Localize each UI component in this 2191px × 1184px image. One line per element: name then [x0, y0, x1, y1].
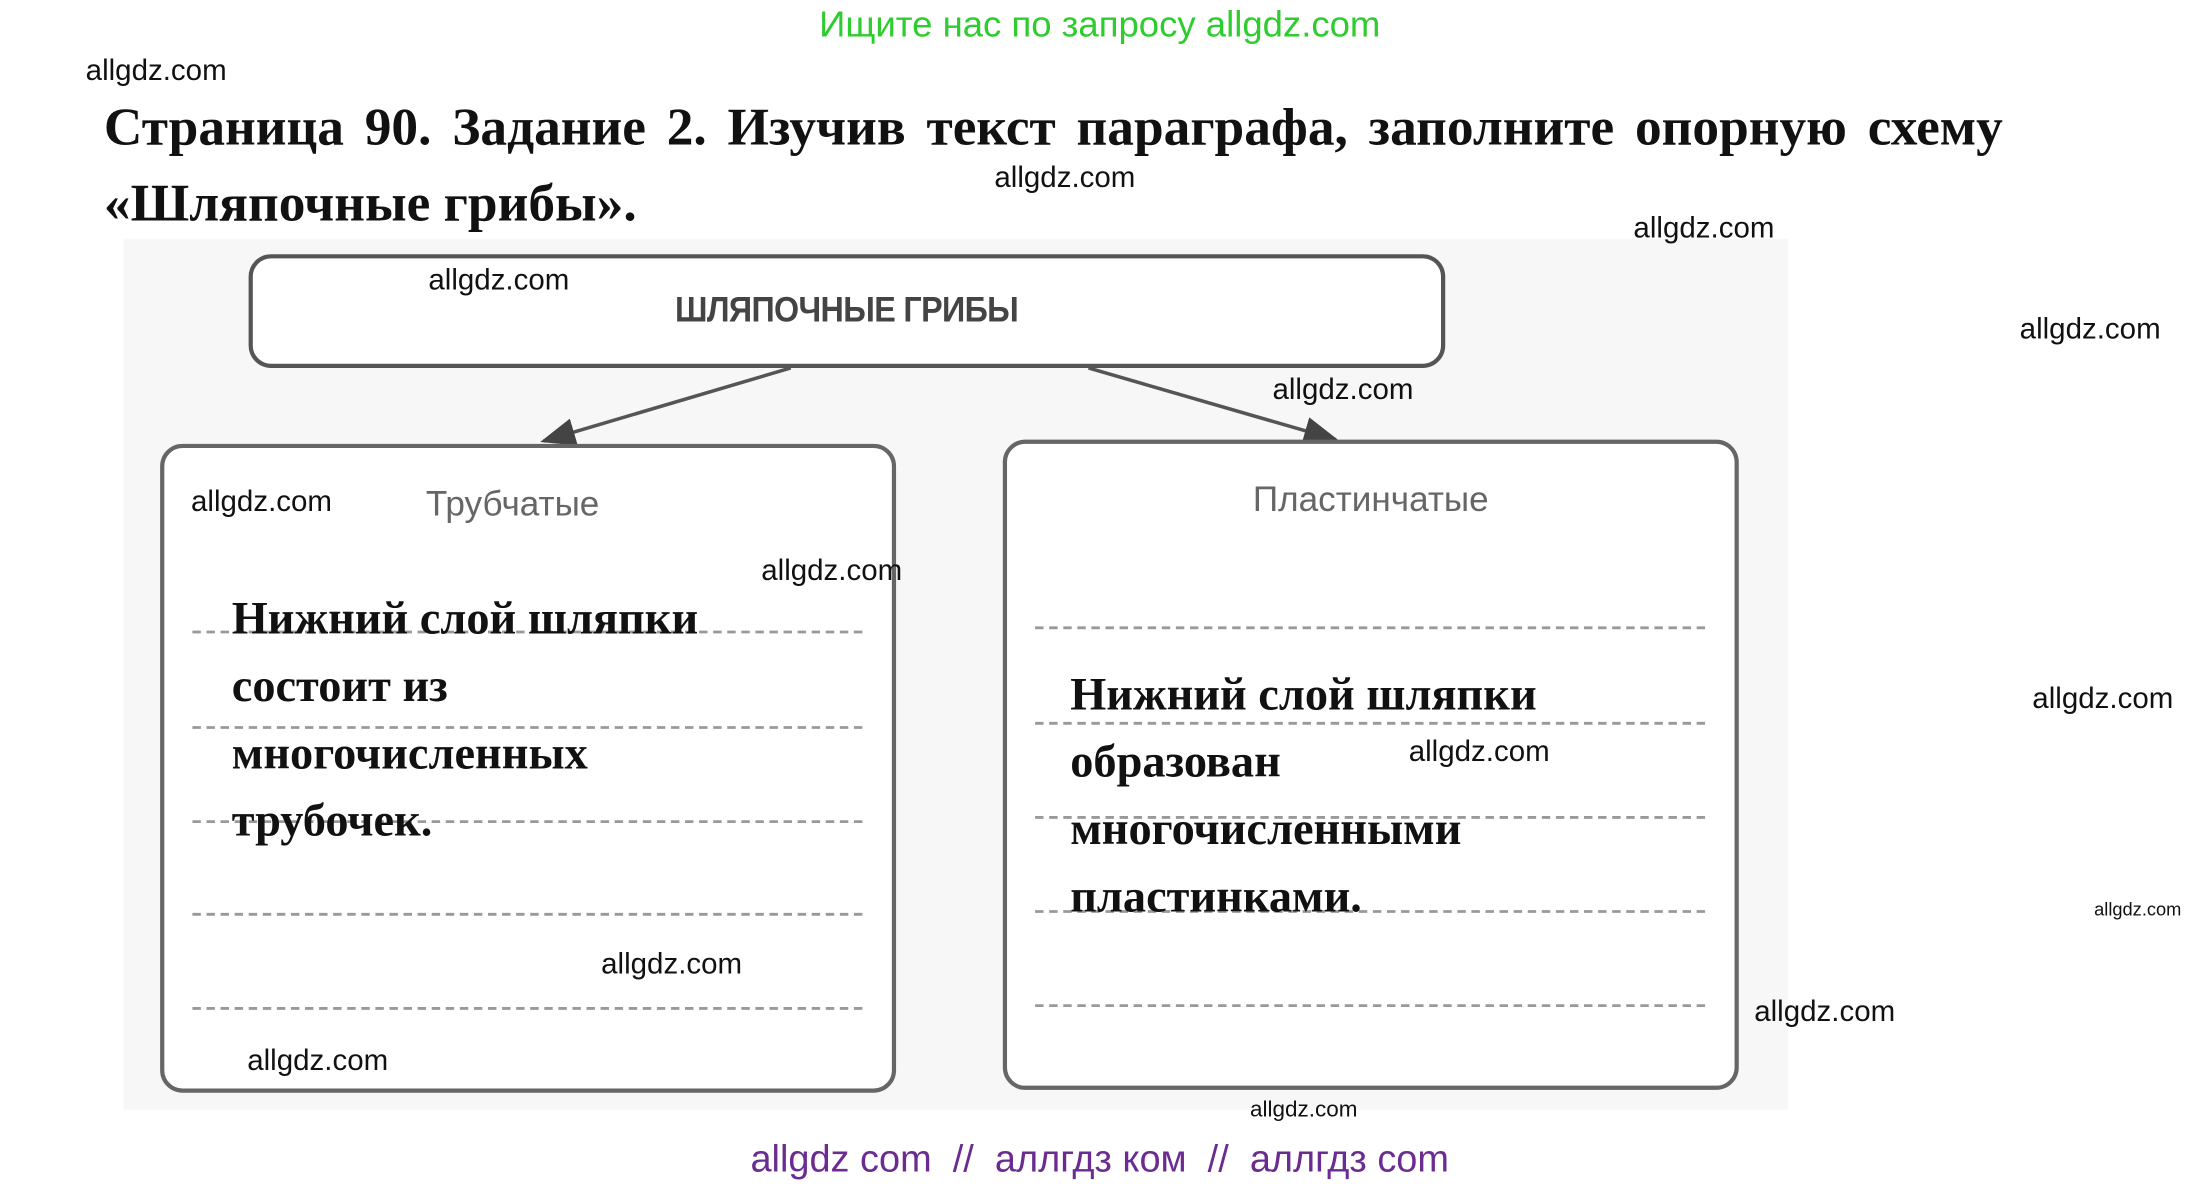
- right-answer: Нижний слой шляпки образован многочислен…: [1070, 662, 1536, 932]
- answer-line: [1035, 910, 1706, 913]
- answer-text-line: многочисленных: [231, 728, 588, 780]
- answer-line: [1035, 626, 1706, 630]
- watermark: allgdz.com: [1633, 212, 1775, 245]
- answer-line: [192, 1007, 863, 1010]
- answer-line: [1035, 816, 1706, 819]
- watermark: allgdz.com: [247, 1044, 389, 1078]
- left-box: [160, 443, 897, 1093]
- answer-text-line: многочисленными: [1070, 804, 1462, 856]
- answer-text-line: образован: [1070, 737, 1281, 788]
- answer-text-line: Нижний слой шляпки: [231, 594, 699, 645]
- answer-line: [1035, 1004, 1706, 1008]
- answer-line: [192, 726, 863, 729]
- watermark: allgdz.com: [2019, 313, 2161, 346]
- watermark: allgdz.com: [601, 948, 743, 981]
- watermark: allgdz.com: [2032, 682, 2174, 715]
- watermark: allgdz.com: [1250, 1098, 1358, 1123]
- watermark: allgdz.com: [1754, 995, 1896, 1029]
- left-answer: Нижний слой шляпки состоит из многочисле…: [232, 586, 698, 856]
- watermark: allgdz.com: [994, 161, 1136, 194]
- watermark: allgdz.com: [2094, 898, 2182, 920]
- watermark: allgdz.com: [428, 264, 570, 297]
- answer-text-line: состоит из: [231, 661, 448, 713]
- arrow-left: [540, 366, 792, 446]
- header-ad[interactable]: Ищите нас по запросу allgdz.com: [819, 2, 1381, 45]
- answer-text-line: Нижний слой шляпки: [1070, 669, 1537, 721]
- watermark: allgdz.com: [761, 554, 903, 588]
- arrow-right: [1087, 366, 1340, 445]
- root-label: ШЛЯПОЧНЫЕ ГРИБЫ: [675, 290, 1019, 331]
- watermark: allgdz.com: [1272, 373, 1414, 406]
- right-label: Пластинчатые: [1252, 480, 1489, 520]
- answer-line: [192, 820, 863, 824]
- watermark: allgdz.com: [85, 54, 227, 88]
- answer-line: [192, 912, 863, 916]
- footer-links[interactable]: allgdz com // аллгдз ком // аллгдз com: [750, 1137, 1450, 1180]
- right-box: [1002, 439, 1739, 1090]
- left-label: Трубчатые: [425, 484, 600, 524]
- answer-line: [1035, 721, 1706, 725]
- task-title: Страница 90. Задание 2. Изучив текст пар…: [103, 98, 2003, 234]
- watermark: allgdz.com: [191, 485, 333, 519]
- answer-text-line: трубочек.: [231, 796, 433, 847]
- answer-text-line: пластинками.: [1070, 872, 1362, 923]
- watermark: allgdz.com: [1408, 735, 1550, 769]
- answer-line: [192, 630, 863, 634]
- root-box: ШЛЯПОЧНЫЕ ГРИБЫ: [248, 254, 1446, 368]
